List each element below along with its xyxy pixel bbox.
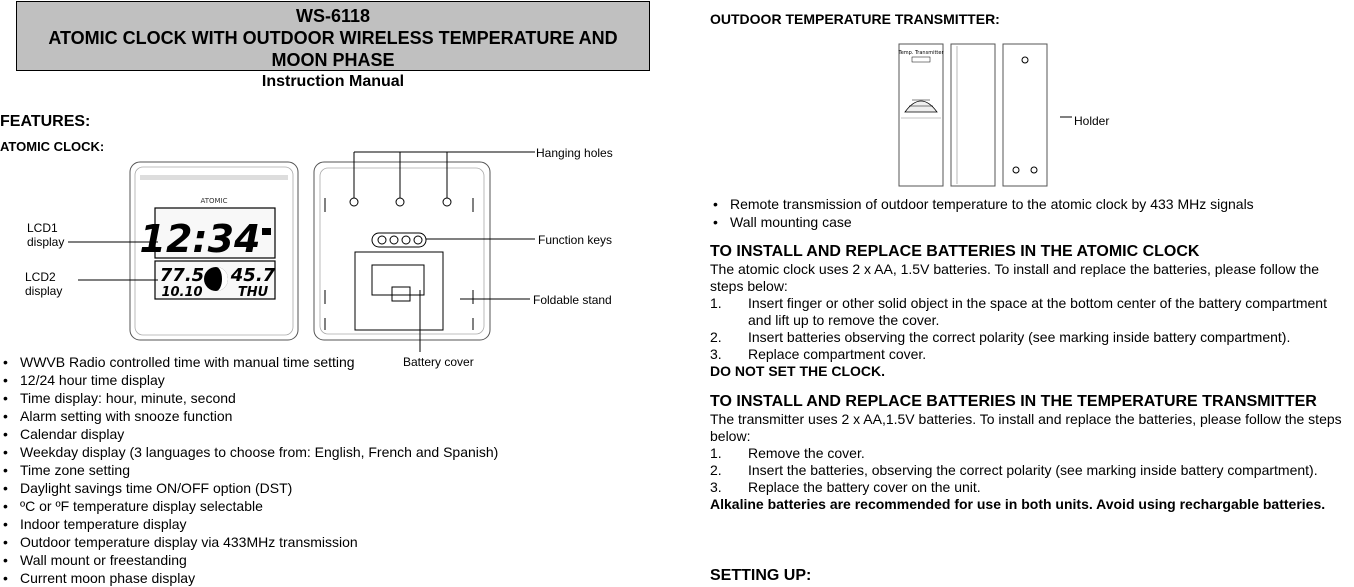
list-item: Weekday display (3 languages to choose f…	[0, 443, 540, 461]
list-item: 1.Remove the cover.	[710, 445, 865, 461]
hanging-holes-label: Hanging holes	[536, 146, 613, 160]
transmitter-batteries-intro: The transmitter uses 2 x AA,1.5V batteri…	[710, 411, 1342, 444]
list-item: WWVB Radio controlled time with manual t…	[0, 353, 540, 371]
holder-label: Holder	[1074, 114, 1110, 128]
list-item: ºC or ºF temperature display selectable	[0, 497, 540, 515]
list-item: Time zone setting	[0, 461, 540, 479]
list-item: Wall mounting case	[710, 213, 1350, 231]
atomic-clock-diagram: ATOMIC 12:34 77.5 45.7 10.10 THU	[68, 151, 535, 352]
list-item: Current moon phase display	[0, 569, 540, 587]
list-item: Alarm setting with snooze function	[0, 407, 540, 425]
list-item: 2.Insert the batteries, observing the co…	[710, 462, 1318, 478]
clock-features-list: WWVB Radio controlled time with manual t…	[0, 353, 540, 587]
title-line-2: MOON PHASE	[271, 50, 395, 70]
list-item: 1.Insert finger or other solid object in…	[710, 295, 1327, 328]
clock-batteries-heading: TO INSTALL AND REPLACE BATTERIES IN THE …	[710, 243, 1200, 260]
holder-leader	[1060, 116, 1072, 118]
lcd-outdoor-temp: 45.7	[230, 265, 276, 286]
clock-batteries-warning: DO NOT SET THE CLOCK.	[710, 363, 885, 379]
transmitter-batteries-heading: TO INSTALL AND REPLACE BATTERIES IN THE …	[710, 393, 1317, 410]
list-item: Outdoor temperature display via 433MHz t…	[0, 533, 540, 551]
list-item: 2.Insert batteries observing the correct…	[710, 329, 1291, 345]
list-item: Daylight savings time ON/OFF option (DST…	[0, 479, 540, 497]
list-item: Indoor temperature display	[0, 515, 540, 533]
setting-up-heading: SETTING UP:	[710, 567, 812, 584]
list-item: Remote transmission of outdoor temperatu…	[710, 195, 1350, 213]
transmitter-diagram: Temp. Transmitter	[897, 43, 1048, 187]
title-box: WS-6118 ATOMIC CLOCK WITH OUTDOOR WIRELE…	[16, 1, 650, 71]
foldable-stand-label: Foldable stand	[533, 293, 612, 307]
list-item: 3.Replace the battery cover on the unit.	[710, 479, 981, 495]
list-item: Time display: hour, minute, second	[0, 389, 540, 407]
list-item: 12/24 hour time display	[0, 371, 540, 389]
list-item: 3.Replace compartment cover.	[710, 346, 927, 362]
manual-subtitle: Instruction Manual	[261, 73, 405, 90]
clock-batteries-intro: The atomic clock uses 2 x AA, 1.5V batte…	[710, 261, 1320, 294]
clock-batteries-section: TO INSTALL AND REPLACE BATTERIES IN THE …	[710, 243, 1354, 379]
transmitter-device-label: Temp. Transmitter	[897, 50, 944, 56]
lcd1-label: LCD1 display	[27, 221, 65, 249]
transmitter-heading: OUTDOOR TEMPERATURE TRANSMITTER:	[710, 11, 1000, 27]
function-keys-label: Function keys	[538, 233, 613, 247]
transmitter-batteries-note: Alkaline batteries are recommended for u…	[710, 496, 1326, 512]
lcd-date: 10.10	[161, 285, 202, 300]
transmitter-features-list: Remote transmission of outdoor temperatu…	[710, 195, 1350, 231]
atomic-clock-heading: ATOMIC CLOCK:	[0, 139, 105, 154]
title-line-1: ATOMIC CLOCK WITH OUTDOOR WIRELESS TEMPE…	[48, 28, 618, 48]
lcd-indoor-temp: 77.5	[160, 265, 204, 286]
features-heading: FEATURES:	[0, 113, 91, 130]
lcd-day: THU	[238, 285, 269, 300]
lcd2-label: LCD2 display	[25, 270, 63, 298]
transmitter-batteries-section: TO INSTALL AND REPLACE BATTERIES IN THE …	[710, 393, 1354, 512]
model-number: WS-6118	[295, 6, 371, 26]
lcd-time: 12:34	[140, 217, 261, 261]
svg-text:ATOMIC: ATOMIC	[200, 197, 227, 205]
list-item: Calendar display	[0, 425, 540, 443]
list-item: Wall mount or freestanding	[0, 551, 540, 569]
